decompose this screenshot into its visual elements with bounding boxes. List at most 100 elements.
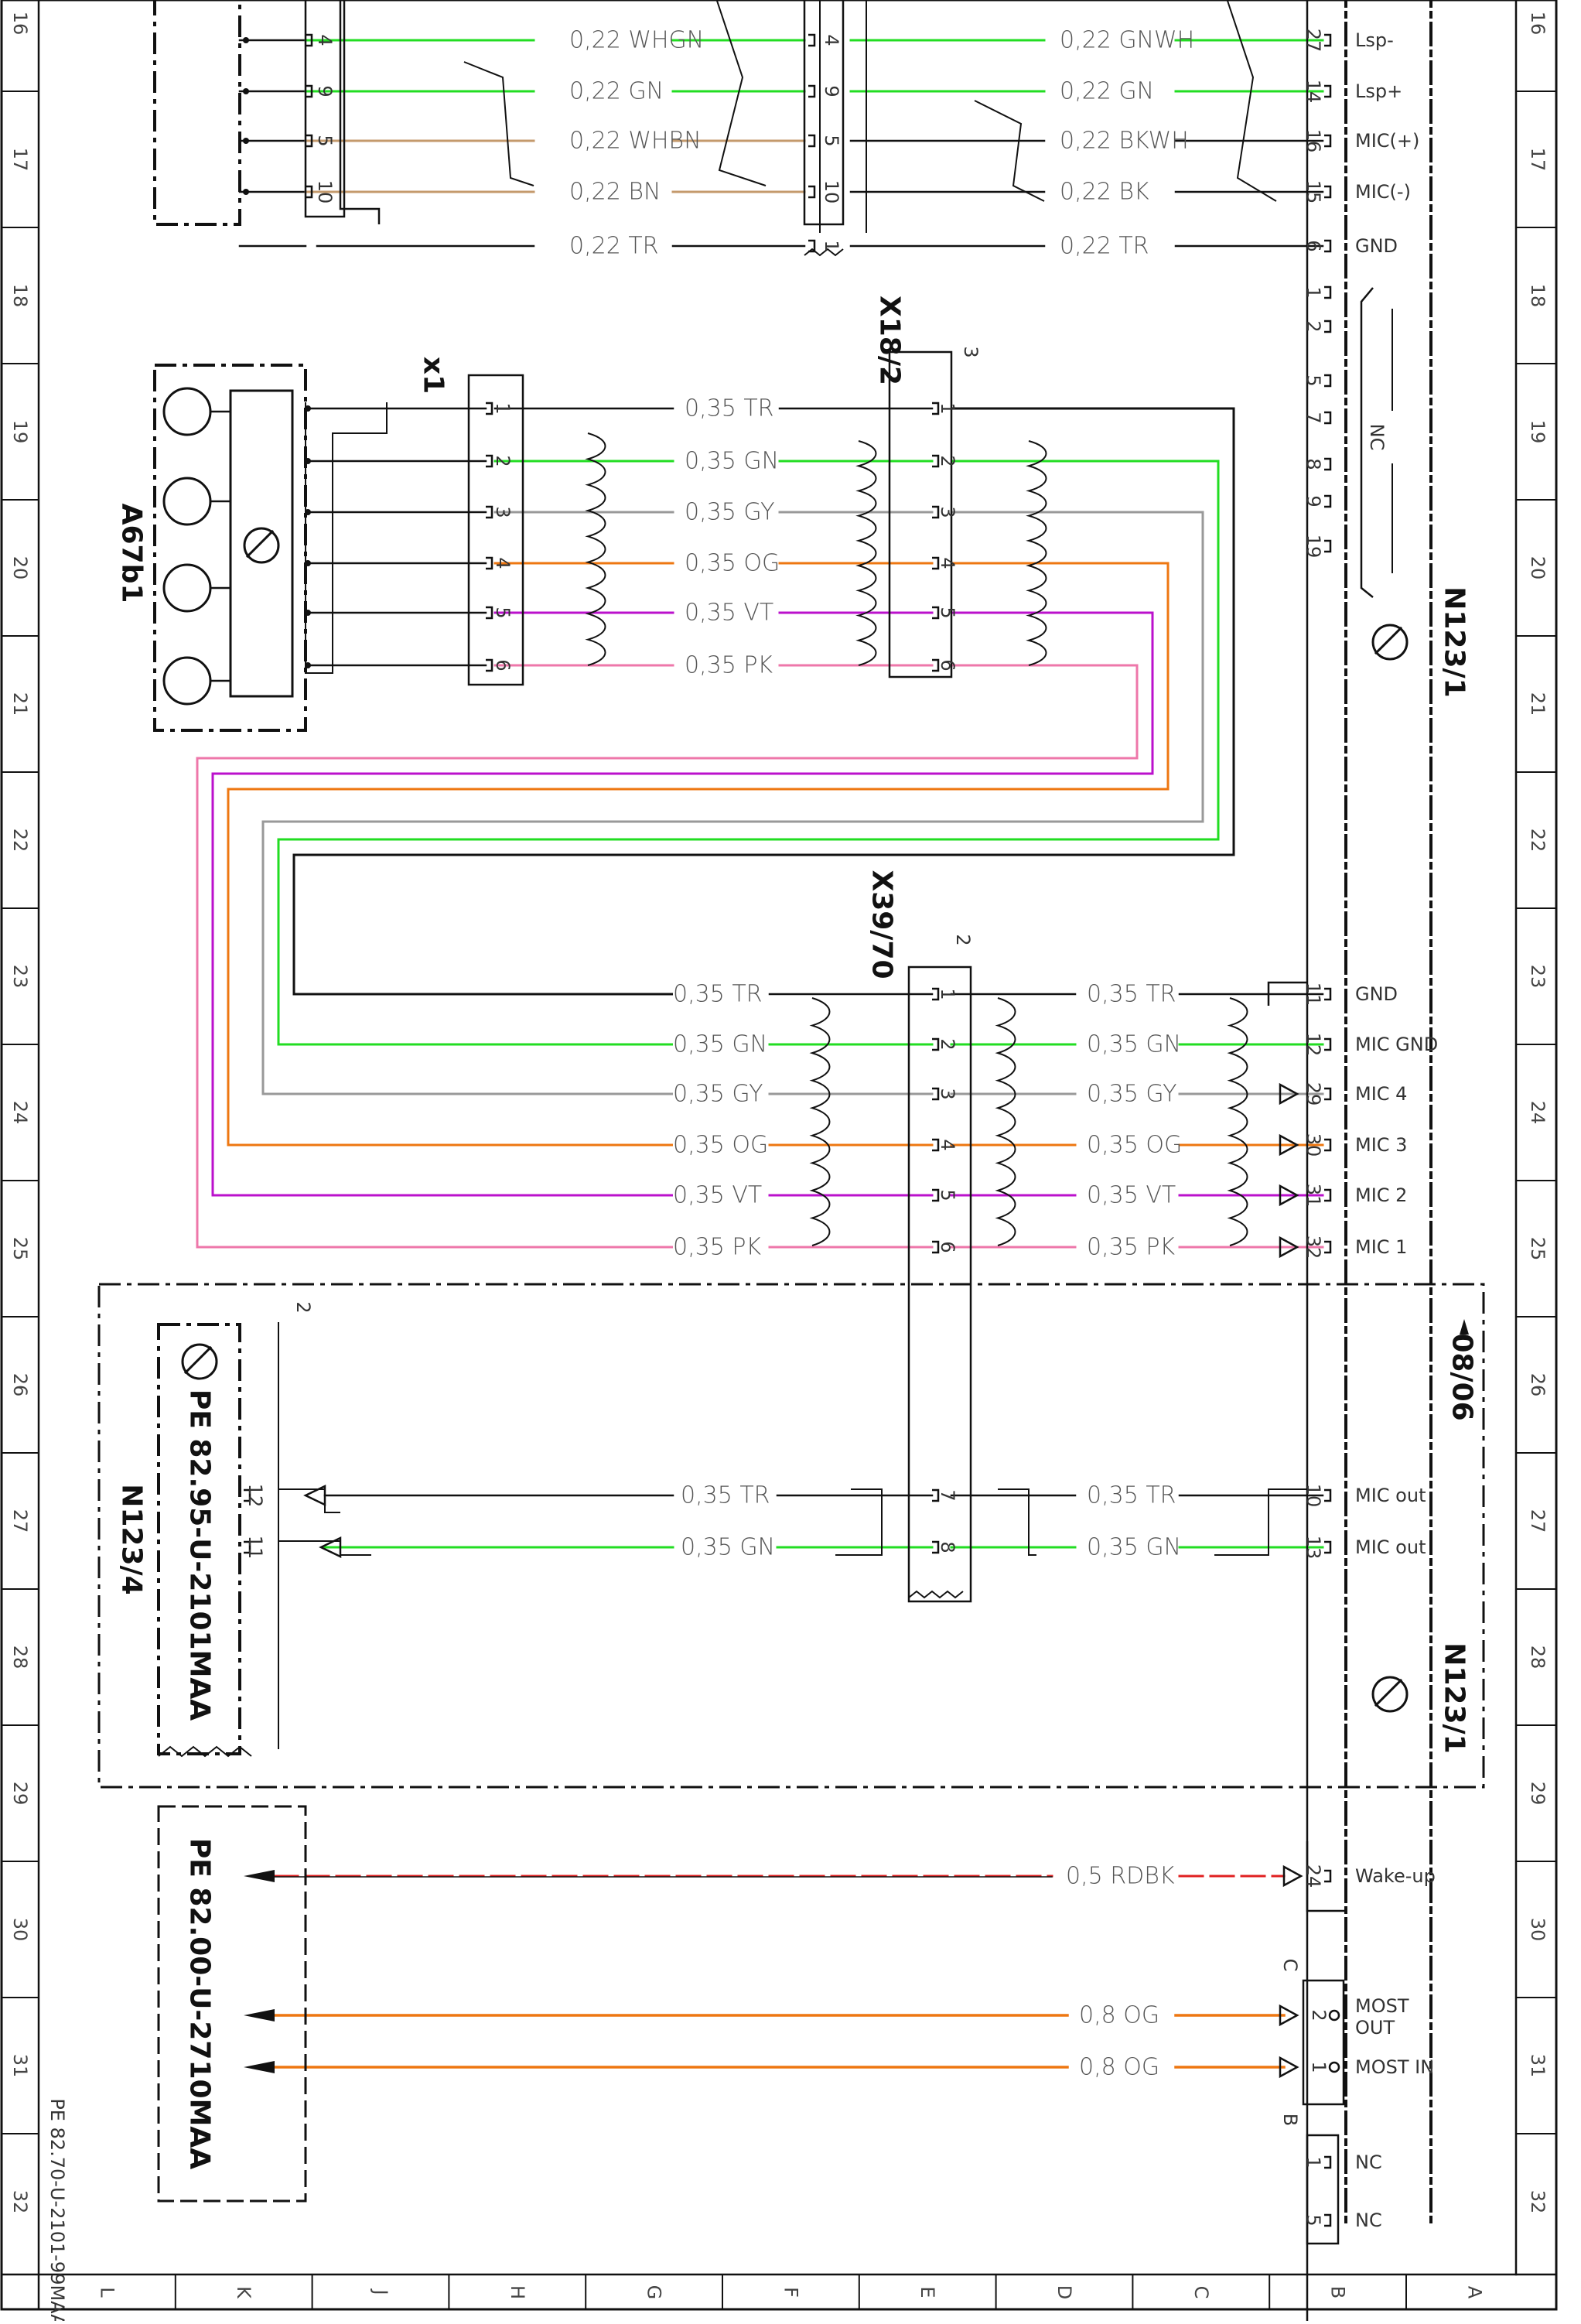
wake-arrow [244,1870,275,1882]
x18-2-connector-housing [888,350,953,678]
top-mid-pin-number: 5 [821,135,842,146]
grid-row-label-left: 17 [9,148,31,172]
mic-b-left-wire-label: 0,35 OG [673,1132,768,1159]
mic-out-wire-label-left: 0,35 GN [681,1534,775,1561]
junction-dot [243,189,249,195]
grid-row-label-right: 20 [1527,556,1549,580]
x1-pin [486,658,493,672]
n123-4-pin-number: 12 [244,1484,266,1508]
x1-pin-number: 6 [492,659,514,671]
pe-8200-box [157,1805,307,2203]
bundle-line [715,0,767,186]
x39-pin-number: 6 [937,1241,958,1253]
x18-pin-number: 3 [937,506,958,518]
a67b1-sensor-symbol [243,527,280,564]
nc-pin [1324,411,1332,425]
grid-col-label: C [1190,2286,1212,2299]
grid-row-label-left: 25 [9,1237,31,1261]
top-right-wire-label: 0,22 BKWH [1060,128,1189,155]
nc-pin-number: 1 [1303,286,1324,298]
nc-bottom-signal-label: NC [1355,2151,1382,2173]
mic-input-triangle [1279,1184,1299,1207]
nc-bottom-pin [1324,2213,1332,2227]
nc-pin [1324,320,1332,333]
bundle-line [1226,0,1277,202]
x39-pin [932,1087,940,1101]
nc-pin-number: 7 [1303,412,1324,423]
n123-1-pin-number: 32 [1303,1235,1324,1259]
grid-row-label-right: 26 [1527,1373,1549,1397]
x39-pin-number: 8 [937,1541,958,1553]
junction-dot [243,88,249,94]
grid-row-label-left: 21 [9,692,31,716]
x1-pin [486,454,493,468]
n123-1-pin [1324,1240,1332,1254]
mic-out-wire-label-right: 0,35 TR [1087,1482,1176,1509]
grid-row-label-right: 19 [1527,420,1549,444]
grid-row-label-right: 16 [1527,12,1549,36]
n123-1-pin-number: 13 [1303,1536,1324,1560]
x1-connector-housing [467,374,524,686]
shield-line [339,0,381,224]
x1-pin [486,402,493,415]
mic-input-triangle [1279,1235,1299,1259]
x39-pin-number: 3 [937,1088,958,1099]
n123-4-region-box [97,1283,1485,1789]
x18-pin-number: 1 [937,402,958,414]
mic-b-left-wire-label: 0,35 VT [673,1182,762,1209]
mic-a-wire-label: 0,35 GY [685,499,774,526]
nc-pin-number: 19 [1303,535,1324,559]
n123-1-pin [1324,1188,1332,1202]
n123-1-pin-number: 11 [1303,983,1324,1006]
top-left-pin-number: 10 [314,180,336,204]
junction-dot [243,138,249,144]
n123-bundle-wave [1227,997,1248,1246]
x18-pin-number: 4 [937,557,958,569]
top-left-component-box [153,0,241,226]
grid-row-label-right: 27 [1527,1509,1549,1533]
drawing-frame [0,0,1558,2311]
n123-1-pin [1324,1138,1332,1152]
x18-bundle-wave-l [855,440,877,666]
nc-pin-number: 8 [1303,458,1324,470]
n123-1-signal-label: MIC 3 [1355,1134,1407,1156]
nc-pin-number: 2 [1303,320,1324,332]
x39-pin [932,1540,940,1554]
mic-out-wire-label-right: 0,35 GN [1087,1534,1181,1561]
grid-col-label: A [1463,2286,1485,2299]
n123-1-signal-label: GND [1355,983,1398,1005]
top-mid-pin-number: 1 [821,240,842,251]
grid-col-label: L [96,2287,118,2298]
cut-mark [158,1745,252,1758]
x1-pin-number: 2 [492,455,514,467]
top-right-signal-label: Lsp+ [1355,80,1402,102]
n123-1-signal-label: MIC 1 [1355,1236,1407,1258]
nc-bottom-signal-label: NC [1355,2210,1382,2231]
top-left-connector-housing [304,0,346,218]
n123-1-pin [1324,1087,1332,1101]
grid-col-label: J [370,2288,391,2295]
loop-wire-vt [211,611,1154,1197]
n123-1-pin-number: 12 [1303,1033,1324,1057]
n123-1-signal-label: MIC GND [1355,1034,1438,1055]
x39-pin [932,1488,940,1502]
top-right-wire-label: 0,22 BK [1060,179,1149,206]
top-right-pin [1324,84,1332,98]
a67b1-sensor-symbol-stroke [245,529,275,559]
x18-pin [932,556,940,570]
wake-wire-label: 0,5 RDBK [1066,1863,1175,1890]
x39-70-label: X39/70 [866,870,898,979]
x1-pin [486,505,493,519]
mic-b-right-wire-label: 0,35 GN [1087,1031,1181,1058]
x18-pin [932,505,940,519]
most-signal-label: MOST [1355,1995,1409,2017]
n123-1-signal-label: MIC out [1355,1536,1426,1558]
grid-col-label: D [1053,2285,1075,2299]
grid-row-label-left: 27 [9,1509,31,1533]
mic-b-right-wire-label: 0,35 TR [1087,981,1176,1008]
outer-frame [0,0,1558,2311]
top-left-wire-label: 0,22 TR [569,233,659,260]
x1-bundle-wave [585,432,606,666]
x1-pin [486,556,493,570]
grid-row-label-left: 23 [9,965,31,989]
